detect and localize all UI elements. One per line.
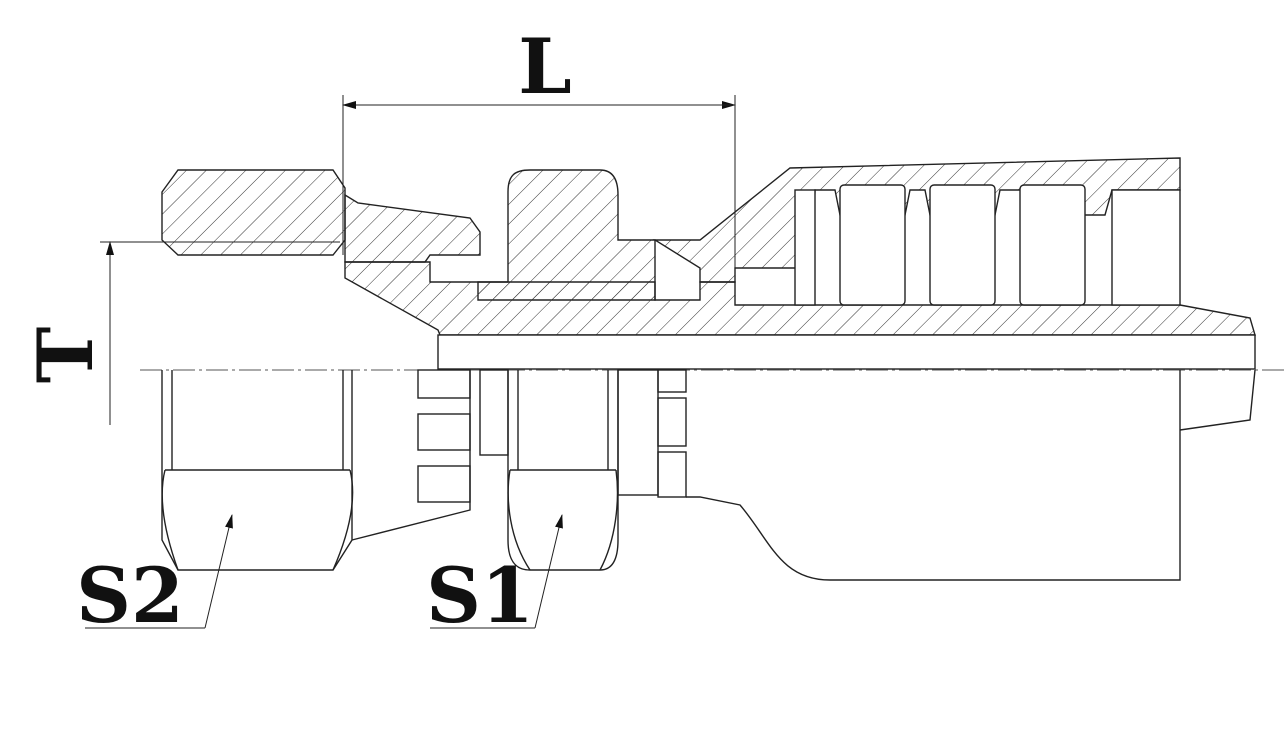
ferrule-teeth	[794, 184, 1181, 306]
label-T: T	[21, 327, 110, 384]
nut-lip-section	[344, 193, 481, 263]
label-S2: S2	[76, 551, 184, 640]
body-hex-section	[477, 169, 656, 301]
outside-lower-half	[161, 369, 1256, 581]
nut-outline	[161, 370, 353, 571]
dimension-L: L	[342, 22, 736, 282]
ferrule-section	[652, 157, 1181, 283]
hex-flats-left	[417, 369, 509, 503]
body-hex-outline	[507, 370, 619, 571]
dimension-T: T	[21, 241, 340, 425]
section-upper-half	[161, 157, 1256, 370]
label-S1: S1	[426, 551, 534, 640]
stem-section	[344, 261, 1256, 336]
hex-flats-right	[617, 369, 687, 498]
leader-S1: S1	[426, 514, 563, 640]
stem-tip-outline	[1179, 369, 1256, 431]
leader-S2: S2	[76, 514, 233, 640]
bore	[437, 334, 1256, 370]
label-L: L	[518, 22, 571, 111]
ferrule-outline	[686, 370, 1181, 581]
